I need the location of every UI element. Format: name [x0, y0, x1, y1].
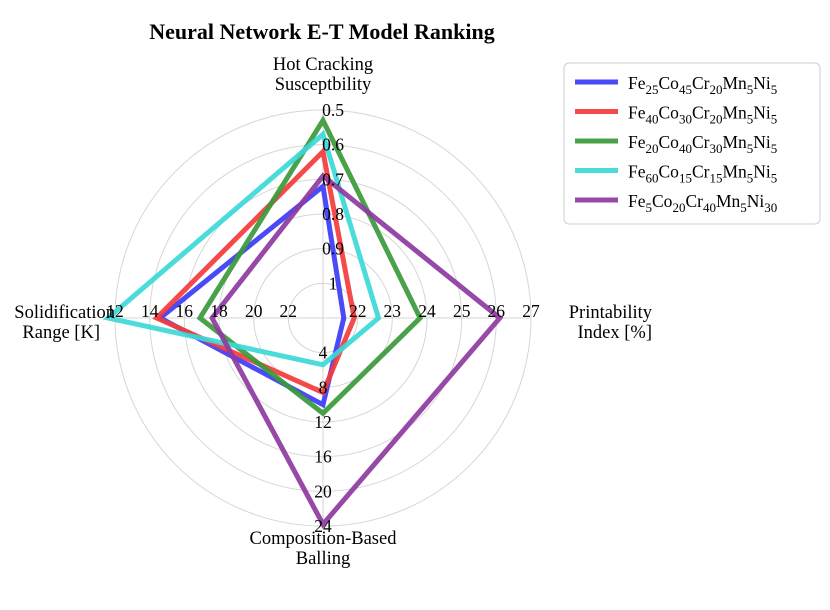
axis-label: Index [%]: [578, 323, 652, 343]
legend: Fe25Co45Cr20Mn5Ni5Fe40Co30Cr20Mn5Ni5Fe20…: [563, 62, 821, 225]
legend-label-1: Fe25Co45Cr20Mn5Ni5: [628, 73, 777, 97]
series-layer: [102, 115, 504, 529]
tick-label: 24: [418, 301, 436, 321]
tick-label: 22: [349, 301, 367, 321]
series-polygon-1: [155, 181, 347, 409]
tick-label: 14: [141, 301, 159, 321]
axis-label: Printability: [569, 303, 653, 323]
chart-title: Neural Network E-T Model Ranking: [149, 19, 495, 44]
axis-label: Balling: [296, 549, 350, 569]
series-polygon-3: [196, 115, 424, 417]
tick-label: 27: [522, 301, 540, 321]
tick-label: 0.5: [322, 100, 344, 120]
tick-label: 0.8: [322, 204, 344, 224]
tick-label: 1: [329, 273, 338, 293]
tick-label: 16: [314, 447, 332, 467]
tick-label: 0.6: [322, 135, 344, 155]
tick-label: 0.9: [322, 239, 344, 259]
radar-grid: [114, 109, 532, 527]
series-polygon-5: [209, 172, 504, 529]
tick-label: 20: [245, 301, 263, 321]
tick-label: 16: [176, 301, 194, 321]
legend-label-5: Fe5Co20Cr40Mn5Ni30: [628, 191, 777, 215]
tick-label: 25: [453, 301, 471, 321]
tick-label: 12: [106, 301, 124, 321]
legend-label-4: Fe60Co15Cr15Mn5Ni5: [628, 162, 777, 186]
tick-label: 22: [280, 301, 298, 321]
axis-label: Composition-Based: [250, 529, 398, 549]
axis-label: Range [K]: [22, 323, 100, 343]
axis-label: Solidification: [14, 303, 115, 323]
axis-label: Hot Cracking: [273, 55, 373, 75]
series-polygon-2: [152, 146, 357, 396]
tick-label: 4: [319, 343, 328, 363]
series-polygon-4: [102, 129, 382, 368]
axis-label: Susceptbility: [275, 75, 372, 95]
tick-label: 26: [488, 301, 506, 321]
tick-label: 18: [210, 301, 228, 321]
tick-labels: 0.5 0.6 0.7 0.8 0.9 1 22 23 24 25 26 27 4 8 12 16 20 24 12…: [106, 100, 540, 536]
legend-frame: [563, 62, 821, 225]
tick-label: 0.7: [322, 169, 344, 189]
tick-label: 24: [314, 516, 332, 536]
tick-label: 23: [384, 301, 402, 321]
legend-label-3: Fe20Co40Cr30Mn5Ni5: [628, 132, 777, 156]
legend-label-2: Fe40Co30Cr20Mn5Ni5: [628, 103, 777, 127]
tick-label: 12: [314, 412, 332, 432]
tick-label: 20: [314, 481, 332, 501]
tick-label: 8: [319, 377, 328, 397]
axis-labels: Hot CrackingSusceptbilityPrintabilityInd…: [14, 55, 652, 569]
